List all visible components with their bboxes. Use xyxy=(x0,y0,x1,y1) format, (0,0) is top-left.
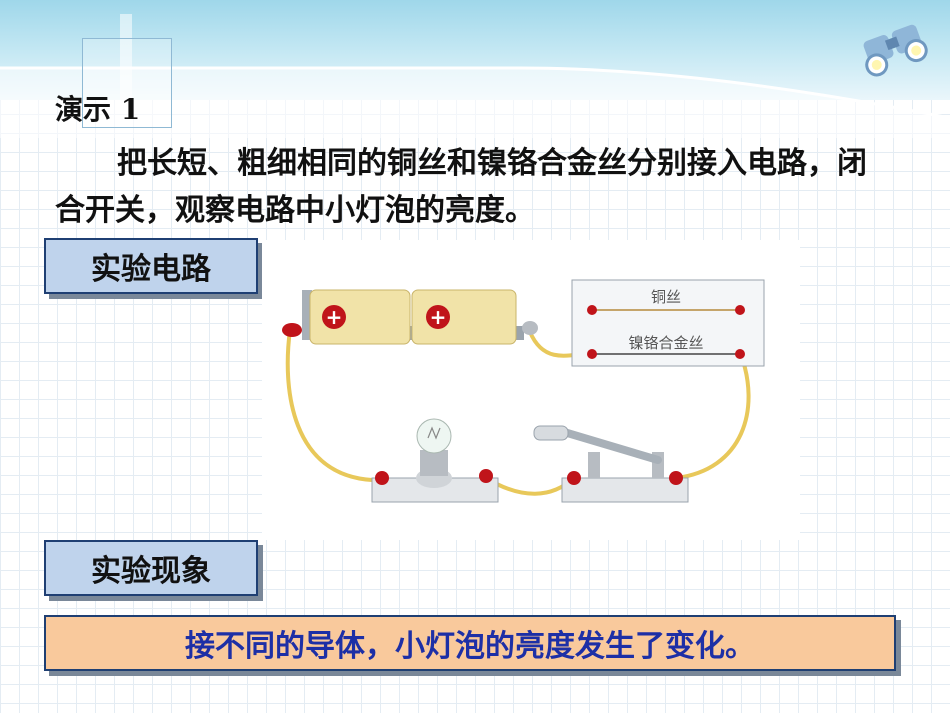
demo-description: 把长短、粗细相同的铜丝和镍铬合金丝分别接入电路，闭合开关，观察电路中小灯泡的亮度… xyxy=(55,146,867,228)
battery-1: + xyxy=(309,289,411,345)
wire-bulb-to-switch xyxy=(484,476,576,496)
label-copper-wire: 铜丝 xyxy=(651,288,681,306)
battery-2-sign: + xyxy=(430,305,447,329)
battery-1-sign: + xyxy=(326,305,343,329)
wire-board-right xyxy=(675,351,751,480)
light-bulb xyxy=(416,418,452,454)
wire-left xyxy=(285,329,373,482)
bulb-holder xyxy=(371,450,499,503)
binoculars-icon xyxy=(863,24,928,77)
slide-title: 演示 1 xyxy=(55,93,141,126)
label-experiment-circuit: 实验电路 xyxy=(44,238,258,294)
decorative-square xyxy=(82,38,172,128)
knife-switch xyxy=(533,425,689,503)
label-experiment-phenomenon: 实验现象 xyxy=(44,540,258,596)
battery-2: + xyxy=(411,289,517,345)
resistance-wire-board: 铜丝 镍铬合金丝 xyxy=(571,279,765,367)
header-wave xyxy=(0,66,950,138)
circuit-diagram: + + 铜丝 镍铬合金丝 xyxy=(262,240,800,540)
result-text-box: 接不同的导体，小灯泡的亮度发生了变化。 xyxy=(44,615,896,671)
label-nichrome-wire: 镍铬合金丝 xyxy=(628,334,703,352)
decorative-bar xyxy=(120,14,132,114)
